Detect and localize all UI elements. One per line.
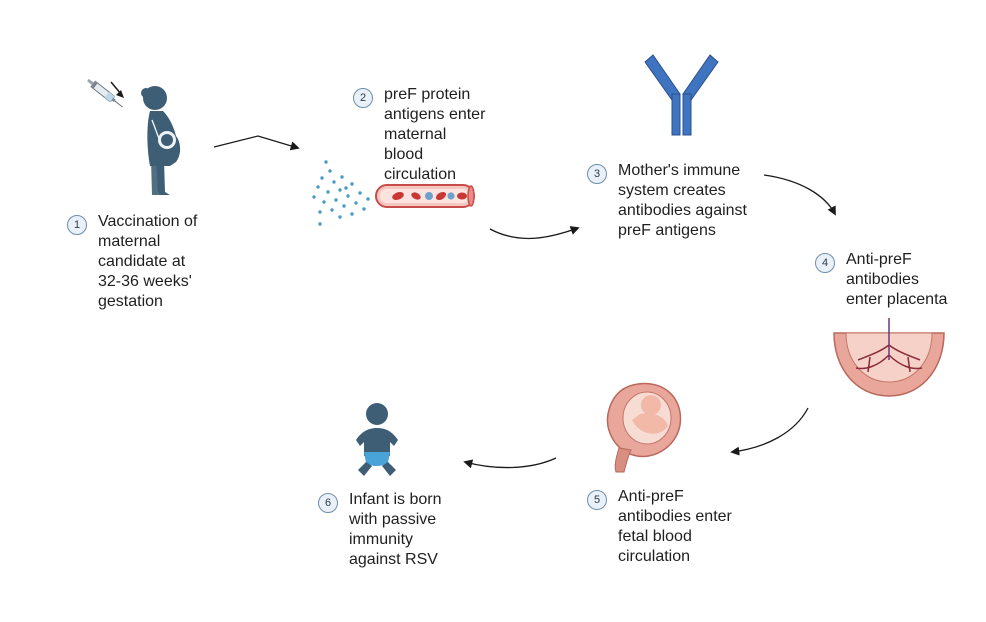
- uterus-fetus-icon: [606, 382, 682, 473]
- step-label: Infant is born with passive immunity aga…: [349, 491, 442, 568]
- step-4: 4 Anti-preF antibodies enter placenta: [815, 250, 947, 310]
- syringe-icon: [87, 78, 124, 108]
- step-2: 2 preF protein antigens enter maternal b…: [353, 85, 485, 185]
- arrow-step3-to-step4: [763, 174, 836, 216]
- step-6: 6 Infant is born with passive immunity a…: [318, 490, 442, 570]
- antibody-icon: [644, 54, 719, 136]
- arrow-step4-to-step5: [730, 407, 809, 456]
- step-label: Anti-preF antibodies enter fetal blood c…: [618, 488, 732, 565]
- antigen-particles-icon: [312, 160, 370, 226]
- pregnant-woman-icon: [141, 86, 181, 195]
- arrow-step1-to-step2: [213, 135, 300, 151]
- blood-vessel-icon: [375, 184, 475, 208]
- infant-icon: [356, 403, 398, 476]
- arrow-step2-to-step3: [489, 226, 580, 240]
- arrow-step5-to-step6: [463, 457, 557, 469]
- step-1: 1 Vaccination of maternal candidate at 3…: [67, 212, 197, 312]
- step-number-badge: 5: [587, 490, 607, 510]
- step-number-badge: 3: [587, 164, 607, 184]
- placenta-icon: [833, 318, 945, 397]
- step-number-badge: 6: [318, 493, 338, 513]
- step-label: preF protein antigens enter maternal blo…: [384, 86, 486, 183]
- step-label: Anti-preF antibodies enter placenta: [846, 251, 948, 308]
- step-number-badge: 1: [67, 215, 87, 235]
- step-5: 5 Anti-preF antibodies enter fetal blood…: [587, 487, 732, 567]
- step-label: Mother's immune system creates antibodie…: [618, 162, 747, 239]
- step-number-badge: 4: [815, 253, 835, 273]
- step-label: Vaccination of maternal candidate at 32-…: [98, 213, 198, 310]
- step-number-badge: 2: [353, 88, 373, 108]
- step-3: 3 Mother's immune system creates antibod…: [587, 161, 747, 241]
